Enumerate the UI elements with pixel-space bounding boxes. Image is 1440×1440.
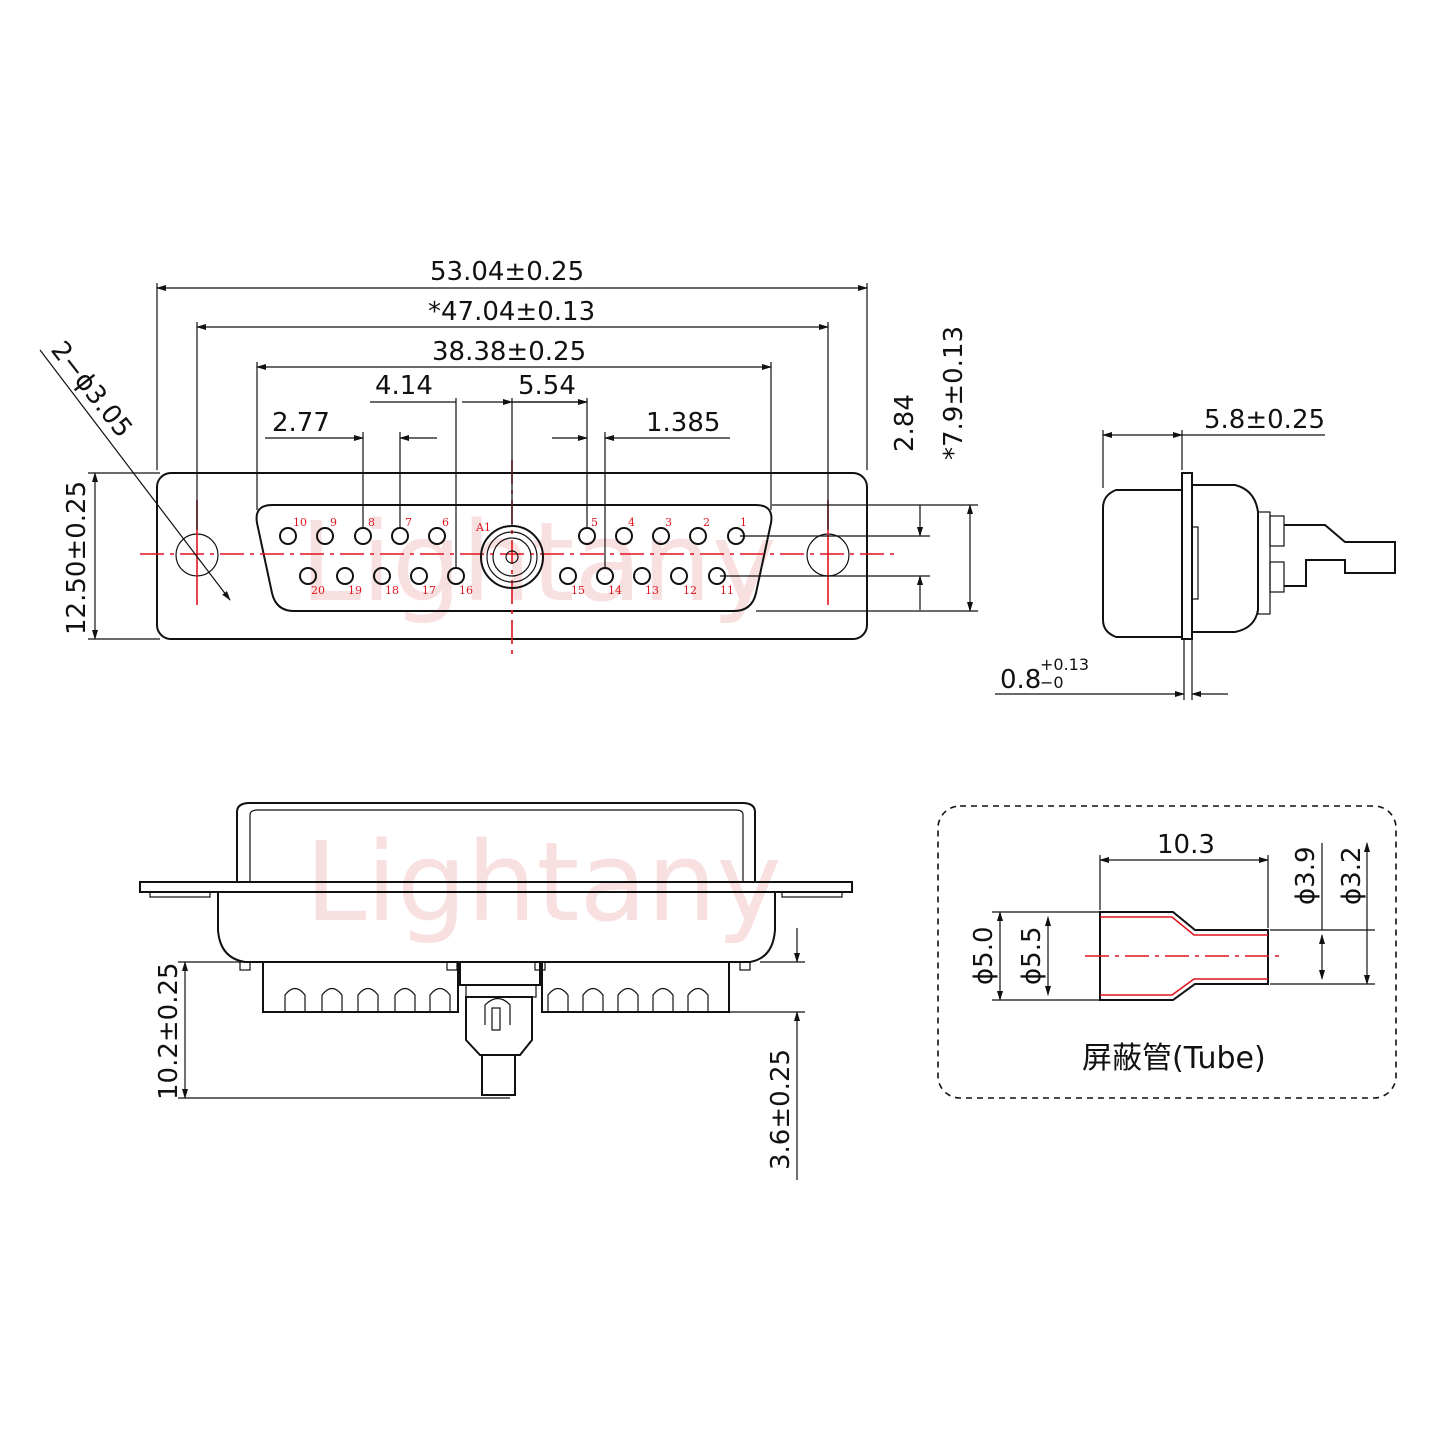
pin-13: [633, 567, 651, 585]
bottom-view: 10.2±0.25 3.6±0.25: [139, 802, 853, 1180]
pin-label-3: 3: [665, 516, 672, 529]
front-view: A1 10 9 8 7 6 5 4 3 2 1: [39, 257, 978, 660]
tube-inner-bottom: [1100, 978, 1268, 996]
cavity-label-a1: A1: [475, 521, 491, 534]
tube-dim-d2: ϕ3.2: [1337, 847, 1367, 906]
dim-depth: 5.8±0.25: [1204, 405, 1325, 435]
pin-15: [559, 567, 577, 585]
tail-block-left: [262, 961, 459, 1013]
dim-shell-width: 38.38±0.25: [432, 337, 586, 367]
dim-flange-main: 0.8: [1000, 665, 1041, 695]
pin-label-16: 16: [459, 584, 473, 597]
pin-label-17: 17: [422, 584, 436, 597]
top-row-pins: 10 9 8 7 6 5 4 3 2 1: [279, 516, 747, 545]
tube-detail-frame: [937, 805, 1397, 1099]
tube-dim-length: 10.3: [1157, 830, 1215, 860]
bottom-row-pins: 20 19 18 17 16 15 14 13 12 11: [299, 567, 734, 597]
coax-cavity-inner: [492, 537, 532, 577]
side-shell: [1102, 489, 1183, 638]
dim-shell-height: *7.9±0.13: [939, 326, 969, 460]
pin-label-19: 19: [348, 584, 362, 597]
side-view: 5.8±0.25 0.8 +0.13 −0: [995, 405, 1396, 700]
side-rear-body: [1192, 484, 1259, 633]
tube-caption: 屏蔽管(Tube): [1082, 1041, 1266, 1076]
pin-3: [652, 527, 670, 545]
pin-label-2: 2: [703, 516, 710, 529]
tube-outline: [1099, 911, 1269, 1001]
pin-label-12: 12: [683, 584, 697, 597]
pin-20: [299, 567, 317, 585]
pin-label-20: 20: [311, 584, 325, 597]
dim-overall-width: 53.04±0.25: [430, 257, 584, 287]
pin-19: [336, 567, 354, 585]
pin-10: [279, 527, 297, 545]
pin-label-4: 4: [628, 516, 635, 529]
dim-height: 12.50±0.25: [62, 481, 92, 635]
pin-label-18: 18: [385, 584, 399, 597]
dim-pin-pitch: 2.77: [272, 408, 330, 438]
pin-label-15: 15: [571, 584, 585, 597]
coax-center-contact: [505, 550, 519, 564]
watermark-front: Lightany: [300, 498, 777, 626]
coax-cavity-mid: [486, 531, 538, 583]
pin-label-8: 8: [368, 516, 375, 529]
bottom-shell-top: [236, 802, 756, 882]
pin-2: [689, 527, 707, 545]
d-shell-outline: [255, 504, 773, 612]
dim-flange-tol-upper: +0.13: [1040, 655, 1089, 674]
dim-standoff: 3.6±0.25: [766, 1049, 796, 1170]
dim-mount-hole-pitch: *47.04±0.13: [428, 297, 595, 327]
bottom-rear-shell: [217, 892, 776, 963]
pin-label-14: 14: [608, 584, 622, 597]
pin-4: [615, 527, 633, 545]
side-tail-lower: [1269, 561, 1285, 593]
coax-tail-tip: [481, 1054, 516, 1096]
tail-loops: [284, 987, 709, 1012]
side-coax-tail: [1284, 524, 1396, 587]
dim-half-pitch: 1.385: [646, 408, 720, 438]
coax-tail-body: [465, 996, 533, 1056]
bottom-flange: [139, 881, 853, 893]
pin-label-5: 5: [591, 516, 598, 529]
pin-label-13: 13: [645, 584, 659, 597]
dim-pin-offset-right: 5.54: [518, 371, 576, 401]
pin-label-9: 9: [330, 516, 337, 529]
hole-callout-leader: [39, 349, 231, 601]
dim-tail-length: 10.2±0.25: [154, 962, 184, 1100]
dim-row-spacing: 2.84: [890, 394, 920, 452]
tube-dim-d4: ϕ5.5: [1017, 927, 1047, 986]
pin-label-1: 1: [740, 516, 747, 529]
side-gasket: [1191, 526, 1199, 600]
pin-12: [670, 567, 688, 585]
tube-dim-d1: ϕ3.9: [1291, 847, 1321, 906]
dim-pin-offset-left: 4.14: [375, 371, 433, 401]
pin-label-10: 10: [293, 516, 307, 529]
pin-6: [428, 527, 446, 545]
pin-label-11: 11: [720, 584, 734, 597]
tail-block-right: [541, 961, 730, 1013]
side-tail-upper: [1269, 515, 1285, 547]
pin-18: [373, 567, 391, 585]
pin-9: [316, 527, 334, 545]
dim-flange-tol-lower: −0: [1040, 673, 1064, 692]
side-rear-insert: [1257, 511, 1271, 615]
pin-label-6: 6: [442, 516, 449, 529]
pin-label-7: 7: [405, 516, 412, 529]
dim-hole-callout: 2−ϕ3.05: [44, 336, 137, 444]
pin-17: [410, 567, 428, 585]
tube-dim-d3: ϕ5.0: [969, 927, 999, 986]
tube-detail: 10.3 ϕ5.0 ϕ5.5 ϕ3.9 ϕ3.2 屏蔽管(Tube): [937, 805, 1397, 1099]
coax-cavity-outer: [480, 525, 544, 589]
tube-inner-top: [1100, 916, 1268, 936]
side-flange: [1181, 472, 1193, 640]
